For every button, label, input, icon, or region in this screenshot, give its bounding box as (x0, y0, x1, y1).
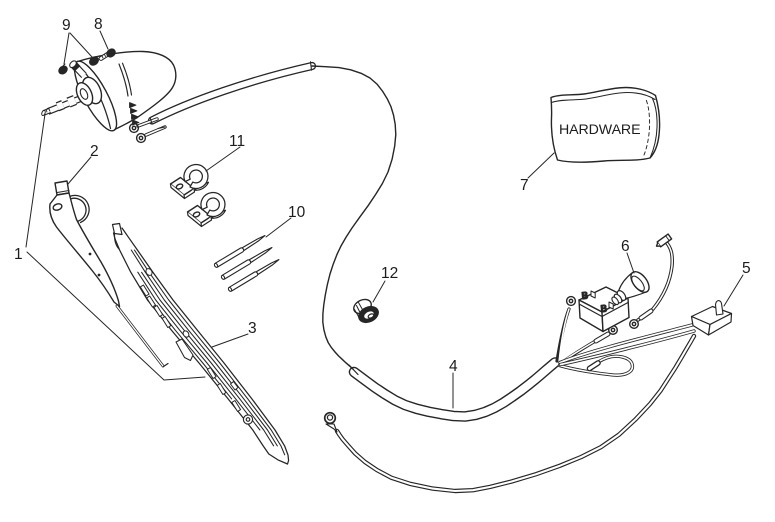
svg-text:4: 4 (449, 358, 458, 375)
svg-text:12: 12 (381, 265, 398, 282)
svg-text:B: B (600, 303, 607, 315)
svg-text:B: B (581, 290, 588, 302)
svg-text:8: 8 (94, 16, 103, 33)
svg-text:HARDWARE: HARDWARE (559, 122, 640, 138)
svg-text:1: 1 (14, 246, 23, 263)
svg-text:5: 5 (742, 260, 751, 277)
svg-text:3: 3 (248, 320, 257, 337)
svg-text:11: 11 (229, 133, 245, 150)
svg-text:6: 6 (621, 238, 630, 255)
svg-text:10: 10 (288, 204, 306, 221)
svg-text:2: 2 (90, 143, 99, 160)
svg-text:9: 9 (62, 17, 71, 34)
svg-text:7: 7 (520, 177, 529, 194)
